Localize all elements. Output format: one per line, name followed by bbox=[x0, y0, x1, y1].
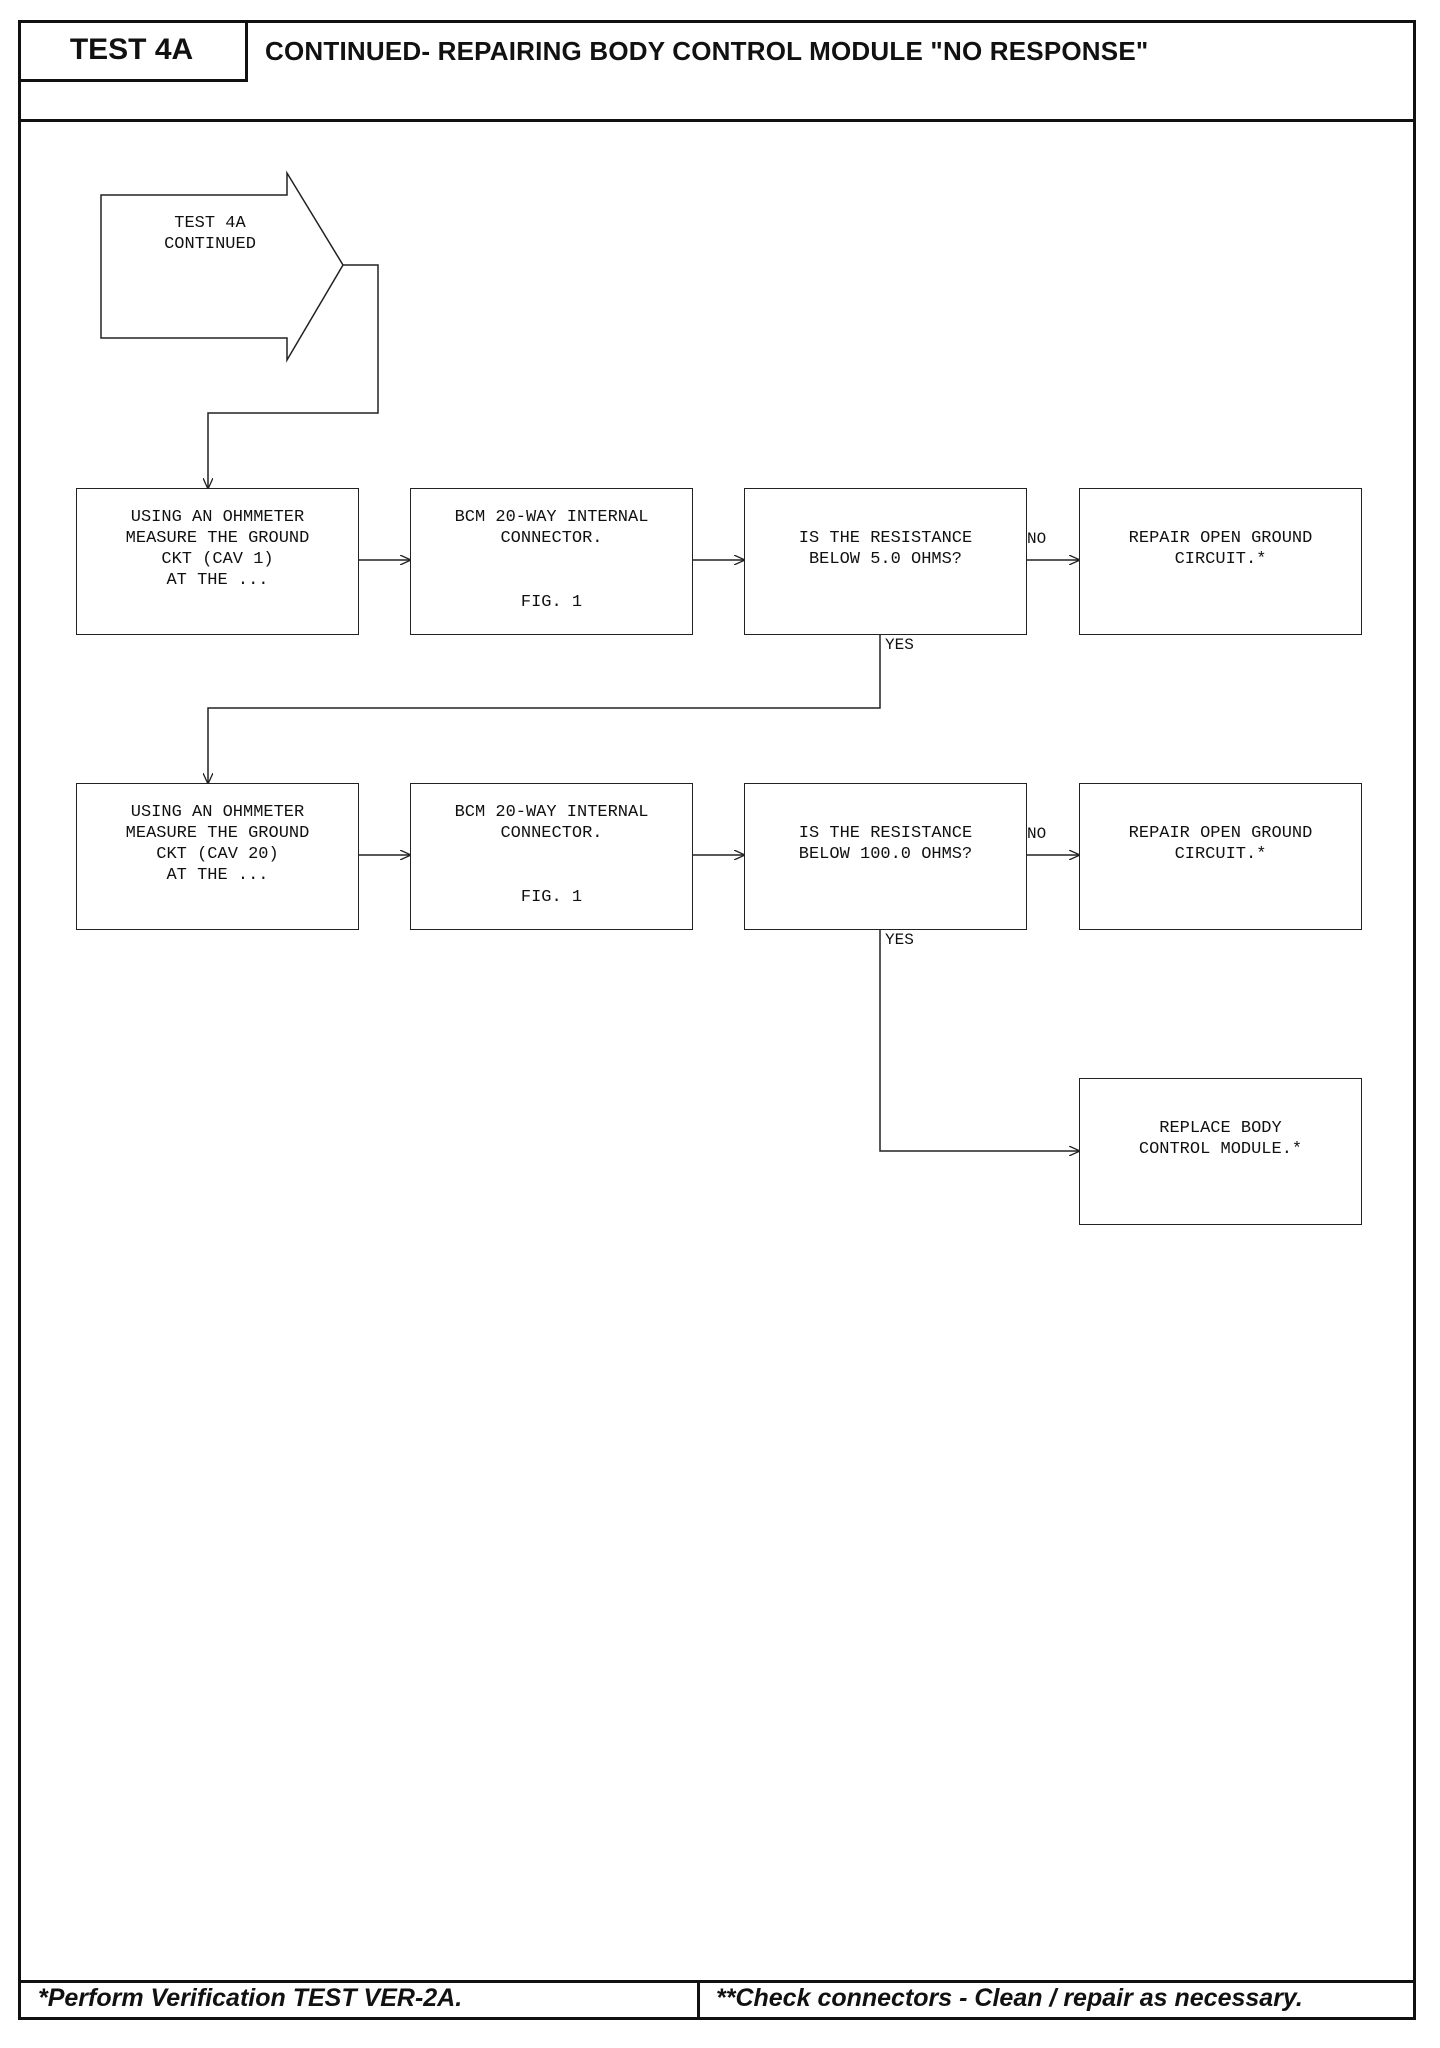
page-title: CONTINUED- REPAIRING BODY CONTROL MODULE… bbox=[265, 36, 1149, 66]
page-frame bbox=[18, 20, 1416, 2020]
repair2-text: REPAIR OPEN GROUND CIRCUIT.* bbox=[1128, 824, 1313, 864]
connector1-box: BCM 20-WAY INTERNAL CONNECTOR. FIG. 1 bbox=[410, 488, 693, 635]
replace-module-text: REPLACE BODY CONTROL MODULE.* bbox=[1138, 1119, 1303, 1159]
footer-verification-note: *Perform Verification TEST VER-2A. bbox=[38, 1984, 463, 2012]
connector-start-to-step1 bbox=[208, 264, 379, 489]
footer-divider bbox=[18, 1980, 1416, 1983]
footer-column-divider bbox=[697, 1980, 700, 2020]
connector-question2-yes bbox=[879, 930, 1080, 1151]
footer-connector-note: **Check connectors - Clean / repair as n… bbox=[716, 1984, 1303, 2012]
repair1-box: REPAIR OPEN GROUND CIRCUIT.* bbox=[1079, 488, 1362, 635]
connector2-fig: FIG. 1 bbox=[520, 888, 583, 907]
question1-yes-label: YES bbox=[885, 636, 914, 654]
question2-yes-label: YES bbox=[885, 931, 914, 949]
connector2-box: BCM 20-WAY INTERNAL CONNECTOR. FIG. 1 bbox=[410, 783, 693, 930]
test-id-tab: TEST 4A bbox=[18, 20, 248, 82]
start-arrow-shape bbox=[100, 170, 344, 363]
header-divider bbox=[18, 119, 1416, 122]
step2-text: USING AN OHMMETER MEASURE THE GROUND CKT… bbox=[125, 803, 310, 885]
connector-question1-yes bbox=[208, 635, 881, 784]
question1-box: IS THE RESISTANCE BELOW 5.0 OHMS? bbox=[744, 488, 1027, 635]
question2-no-label: NO bbox=[1027, 825, 1047, 843]
step2-box: USING AN OHMMETER MEASURE THE GROUND CKT… bbox=[76, 783, 359, 930]
start-label: TEST 4A CONTINUED bbox=[164, 214, 256, 254]
step1-box: USING AN OHMMETER MEASURE THE GROUND CKT… bbox=[76, 488, 359, 635]
question2-box: IS THE RESISTANCE BELOW 100.0 OHMS? bbox=[744, 783, 1027, 930]
connector1-fig: FIG. 1 bbox=[520, 593, 583, 612]
question1-text: IS THE RESISTANCE BELOW 5.0 OHMS? bbox=[798, 529, 973, 569]
connector1-text: BCM 20-WAY INTERNAL CONNECTOR. bbox=[454, 508, 649, 548]
repair1-text: REPAIR OPEN GROUND CIRCUIT.* bbox=[1128, 529, 1313, 569]
question1-no-label: NO bbox=[1027, 530, 1047, 548]
step1-text: USING AN OHMMETER MEASURE THE GROUND CKT… bbox=[125, 508, 310, 590]
repair2-box: REPAIR OPEN GROUND CIRCUIT.* bbox=[1079, 783, 1362, 930]
question2-text: IS THE RESISTANCE BELOW 100.0 OHMS? bbox=[798, 824, 973, 864]
connector2-text: BCM 20-WAY INTERNAL CONNECTOR. bbox=[454, 803, 649, 843]
replace-module-box: REPLACE BODY CONTROL MODULE.* bbox=[1079, 1078, 1362, 1225]
